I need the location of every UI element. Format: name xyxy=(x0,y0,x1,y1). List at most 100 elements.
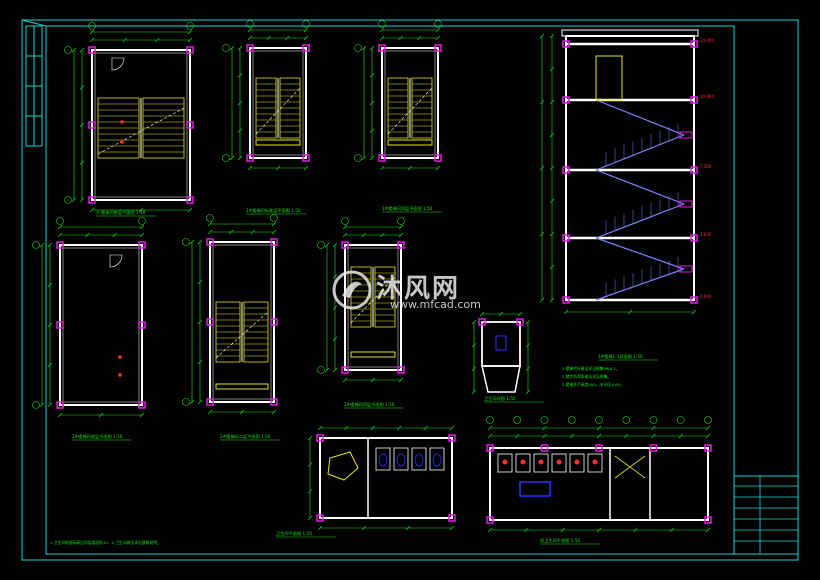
toilet-fixture xyxy=(378,453,388,467)
dimension-tick xyxy=(361,155,367,161)
dimension-tick xyxy=(47,322,53,328)
axis-bubble xyxy=(486,416,494,424)
axis-bubble xyxy=(56,217,64,225)
dimension-tick xyxy=(539,165,545,171)
dimension-tick xyxy=(398,232,404,238)
dimension-tick xyxy=(189,239,195,245)
dimension-tick xyxy=(71,197,77,203)
dimension-tick xyxy=(155,37,160,43)
door-swing xyxy=(109,254,123,268)
dimension-tick xyxy=(303,27,309,33)
dimension-tick xyxy=(187,37,193,43)
dimension-tick xyxy=(525,389,531,395)
drawing-views xyxy=(32,20,712,533)
column-marker xyxy=(486,444,494,452)
axis-bubble xyxy=(704,416,712,424)
dimension-tick xyxy=(189,399,195,405)
axis-bubble xyxy=(567,416,576,424)
column-marker xyxy=(595,444,603,452)
dimension-tick xyxy=(324,242,330,248)
column-marker xyxy=(562,234,570,242)
dimension-tick xyxy=(237,100,243,106)
axis-bubble xyxy=(354,154,362,162)
column-marker xyxy=(270,238,278,246)
dimension-tick xyxy=(380,232,385,238)
landing-beam xyxy=(679,131,693,139)
column-marker xyxy=(138,401,146,409)
level-label: 0.000 xyxy=(700,294,712,299)
plan-view-v2 xyxy=(222,20,310,171)
view-caption: 2#楼梯间底层平面图 1:50 xyxy=(72,433,123,440)
watermark: 沐风网 www.mfcad.com xyxy=(332,268,492,312)
column-marker xyxy=(690,40,698,48)
dimension-tick xyxy=(79,85,85,90)
column-marker xyxy=(138,241,146,249)
column-marker xyxy=(690,96,698,104)
wall-inner xyxy=(252,50,304,156)
dimension-tick xyxy=(471,319,477,325)
dimension-tick xyxy=(524,527,529,533)
plan-view-v4 xyxy=(32,217,146,418)
dimension-tick xyxy=(423,425,428,431)
section-outline xyxy=(565,35,695,301)
dimension-tick xyxy=(317,525,323,531)
dimension-tick xyxy=(247,165,253,171)
dimension-tick xyxy=(549,132,555,138)
break-line xyxy=(350,276,396,324)
dimension-tick xyxy=(39,242,45,248)
dimension-tick xyxy=(361,525,367,531)
dimension-tick xyxy=(525,319,531,325)
dimension-tick xyxy=(98,412,104,418)
dimension-tick xyxy=(237,128,243,133)
column-marker xyxy=(540,444,549,452)
column-marker xyxy=(649,444,658,452)
dimension-tick xyxy=(549,33,555,39)
dimension-tick xyxy=(549,99,555,105)
dimension-tick xyxy=(549,231,555,237)
dimension-tick xyxy=(247,35,253,41)
dimension-tick xyxy=(542,433,547,439)
axis-bubble xyxy=(354,44,362,52)
axis-bubble xyxy=(32,401,40,409)
dimension-tick xyxy=(332,367,338,373)
dimension-tick xyxy=(342,377,348,383)
column-marker xyxy=(448,434,456,442)
wall-outline xyxy=(381,47,439,159)
title-block xyxy=(734,476,798,554)
dimension-tick xyxy=(435,35,441,41)
plan-view-v1 xyxy=(64,22,194,213)
column-marker xyxy=(56,321,64,329)
dimension-tick xyxy=(332,242,338,248)
wall-outline xyxy=(319,437,453,519)
dimension-tick xyxy=(344,425,349,431)
wall-inner xyxy=(62,247,140,403)
dimension-tick xyxy=(303,165,309,171)
column-marker xyxy=(486,516,494,524)
toilet-stall xyxy=(429,447,445,471)
watermark-url: www.mfcad.com xyxy=(390,298,481,311)
column-marker xyxy=(206,398,214,406)
view-caption: 卫生间详图 1:50 xyxy=(484,395,516,402)
landing-beam xyxy=(679,265,693,273)
axis-bubble xyxy=(182,238,190,246)
break-line xyxy=(255,87,301,135)
door-opening xyxy=(595,55,623,101)
landing-edge xyxy=(215,383,269,390)
dimension-tick xyxy=(229,45,235,51)
dimension-tick xyxy=(678,433,683,439)
wall-outline xyxy=(481,365,521,393)
axis-bubble xyxy=(378,20,386,28)
landing-edge xyxy=(255,139,301,146)
level-marker xyxy=(118,373,122,377)
column-marker xyxy=(690,234,698,242)
fixture-marker xyxy=(556,459,562,465)
dimension-tick xyxy=(317,425,323,431)
axis-bubble xyxy=(206,214,214,222)
dimension-tick xyxy=(498,311,504,317)
dimension-tick xyxy=(197,239,203,245)
plan-view-v3 xyxy=(354,20,442,171)
column-marker xyxy=(56,241,64,249)
view-caption: 2#楼梯间顶层平面图 1:50 xyxy=(344,401,395,408)
dimension-tick xyxy=(197,319,203,325)
dimension-tick xyxy=(596,433,602,439)
